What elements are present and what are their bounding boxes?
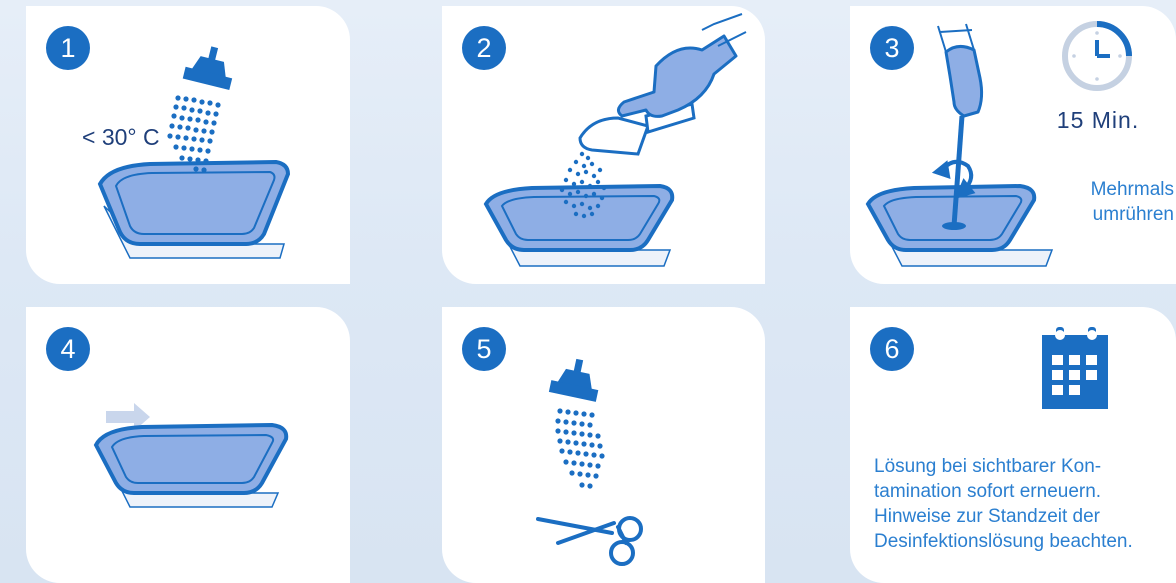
- gloved-hand-icon: [618, 14, 746, 116]
- step-4-card: 4: [26, 307, 350, 583]
- gloved-hand-icon: [938, 24, 982, 116]
- water-tray-illustration: [26, 6, 350, 284]
- duration-label: 15 Min.: [1038, 107, 1158, 134]
- tray-icon: [486, 186, 672, 266]
- stir-line-2: umrühren: [1038, 202, 1174, 227]
- step-3-card: 3 15 Min.: [850, 6, 1176, 284]
- tray-icon: [96, 425, 286, 507]
- shower-head-icon: [549, 355, 604, 402]
- water-drops: [555, 408, 604, 488]
- note-line-2: tamination sofort erneuern.: [874, 479, 1174, 504]
- covered-tray-illustration: [26, 307, 350, 583]
- note-line-1: Lösung bei sichtbarer Kon-: [874, 454, 1174, 479]
- stir-instruction: Mehrmals umrühren: [1038, 177, 1174, 227]
- stirring-illustration: [850, 6, 1176, 284]
- rinse-instruments-illustration: [442, 307, 765, 583]
- step-2-card: 2: [442, 6, 765, 284]
- clock-icon: [1065, 24, 1129, 88]
- tray-icon: [100, 162, 288, 258]
- note-line-3: Hinweise zur Standzeit der: [874, 504, 1174, 529]
- step-6-card: 6 Lösung bei sichtbarer Kon- tamination …: [850, 307, 1176, 583]
- calendar-icon: [1042, 327, 1108, 409]
- scissors-icon: [538, 518, 641, 564]
- powder-dosing-illustration: [442, 6, 765, 284]
- temperature-label: < 30° C: [82, 124, 160, 151]
- renewal-note: Lösung bei sichtbarer Kon- tamination so…: [874, 454, 1174, 554]
- stir-line-1: Mehrmals: [1038, 177, 1174, 202]
- step-1-card: 1 < 30° C: [26, 6, 350, 284]
- note-line-4: Desinfektionslösung beachten.: [874, 529, 1174, 554]
- step-5-card: 5: [442, 307, 765, 583]
- shower-head-icon: [183, 42, 239, 90]
